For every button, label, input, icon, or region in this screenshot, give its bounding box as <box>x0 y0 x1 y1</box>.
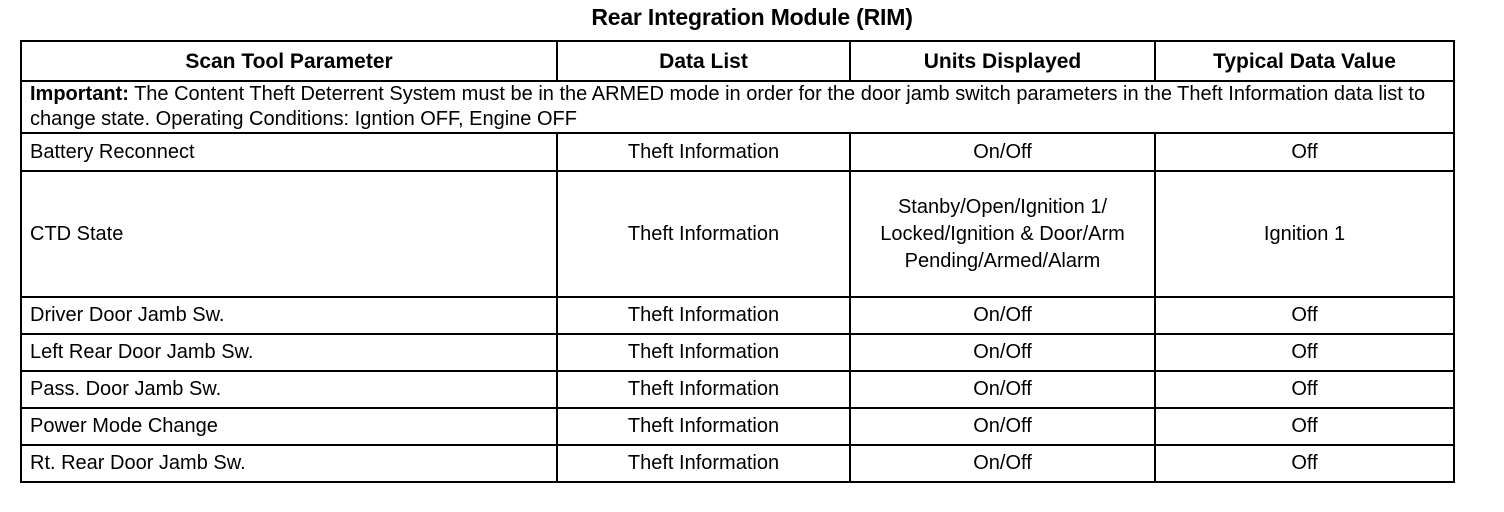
spec-table-container: Scan Tool Parameter Data List Units Disp… <box>20 40 1455 483</box>
cell-parameter: Driver Door Jamb Sw. <box>20 296 558 335</box>
cell-value: Off <box>1154 407 1455 446</box>
table-row: Battery Reconnect Theft Information On/O… <box>20 132 1455 172</box>
cell-parameter: CTD State <box>20 170 558 298</box>
cell-units: Stanby/Open/Ignition 1/ Locked/Ignition … <box>849 170 1156 298</box>
cell-units: On/Off <box>849 407 1156 446</box>
cell-units: On/Off <box>849 132 1156 172</box>
cell-parameter: Left Rear Door Jamb Sw. <box>20 333 558 372</box>
important-note-text: The Content Theft Deterrent System must … <box>30 83 1426 130</box>
table-row: Left Rear Door Jamb Sw. Theft Informatio… <box>20 333 1455 372</box>
important-note-row: Important: The Content Theft Deterrent S… <box>20 80 1455 134</box>
cell-data-list: Theft Information <box>556 132 851 172</box>
cell-value: Off <box>1154 370 1455 409</box>
cell-units: On/Off <box>849 370 1156 409</box>
cell-value: Ignition 1 <box>1154 170 1455 298</box>
cell-value: Off <box>1154 444 1455 483</box>
cell-units: On/Off <box>849 333 1156 372</box>
table-row: Driver Door Jamb Sw. Theft Information O… <box>20 296 1455 335</box>
cell-parameter: Power Mode Change <box>20 407 558 446</box>
important-note-label: Important: <box>30 83 129 105</box>
cell-data-list: Theft Information <box>556 170 851 298</box>
column-header-units-displayed: Units Displayed <box>849 40 1156 82</box>
cell-value: Off <box>1154 333 1455 372</box>
page-title: Rear Integration Module (RIM) <box>591 4 913 30</box>
cell-value: Off <box>1154 296 1455 335</box>
table-row: Power Mode Change Theft Information On/O… <box>20 407 1455 446</box>
cell-value: Off <box>1154 132 1455 172</box>
cell-data-list: Theft Information <box>556 370 851 409</box>
column-header-scan-tool-parameter: Scan Tool Parameter <box>20 40 558 82</box>
table-row: CTD State Theft Information Stanby/Open/… <box>20 170 1455 298</box>
table-row: Rt. Rear Door Jamb Sw. Theft Information… <box>20 444 1455 483</box>
cell-parameter: Rt. Rear Door Jamb Sw. <box>20 444 558 483</box>
cell-parameter: Pass. Door Jamb Sw. <box>20 370 558 409</box>
cell-data-list: Theft Information <box>556 444 851 483</box>
rim-parameter-table: Scan Tool Parameter Data List Units Disp… <box>20 40 1455 483</box>
table-header-row: Scan Tool Parameter Data List Units Disp… <box>20 40 1455 82</box>
cell-units: On/Off <box>849 296 1156 335</box>
column-header-data-list: Data List <box>556 40 851 82</box>
cell-parameter: Battery Reconnect <box>20 132 558 172</box>
cell-data-list: Theft Information <box>556 296 851 335</box>
cell-data-list: Theft Information <box>556 333 851 372</box>
table-header: Scan Tool Parameter Data List Units Disp… <box>20 40 1455 82</box>
column-header-typical-data-value: Typical Data Value <box>1154 40 1455 82</box>
table-body: Important: The Content Theft Deterrent S… <box>20 80 1455 483</box>
important-note-cell: Important: The Content Theft Deterrent S… <box>20 80 1455 134</box>
cell-data-list: Theft Information <box>556 407 851 446</box>
table-row: Pass. Door Jamb Sw. Theft Information On… <box>20 370 1455 409</box>
cell-units: On/Off <box>849 444 1156 483</box>
